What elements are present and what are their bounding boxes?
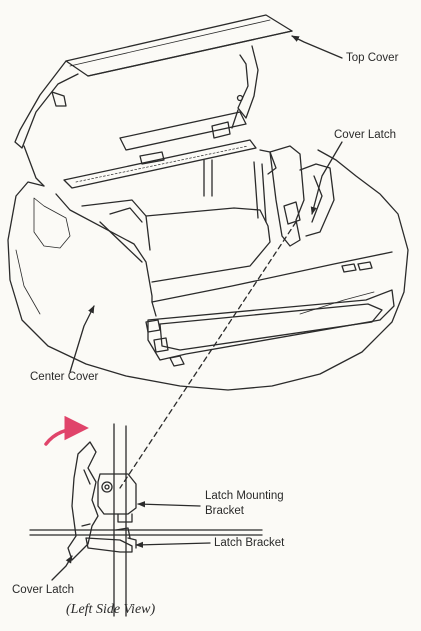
projection-dashed-line xyxy=(119,221,297,489)
top-cover-label: Top Cover xyxy=(346,52,399,64)
cover-latch-label-bottom: Cover Latch xyxy=(12,584,75,596)
left-side-view-detail xyxy=(29,423,263,617)
center-cover-body xyxy=(7,111,409,391)
top-cover-lid xyxy=(14,14,293,187)
cover-latch-leader-bottom xyxy=(51,555,73,581)
center-cover-label: Center Cover xyxy=(30,371,99,383)
center-cover-leader xyxy=(69,305,95,373)
latch-bracket-leader xyxy=(135,541,211,548)
latch-mounting-bracket-label-line1: Latch Mounting xyxy=(205,490,284,502)
rotation-arrow xyxy=(44,415,89,446)
top-cover-leader xyxy=(291,35,343,59)
latch-mounting-bracket-label-line2: Bracket xyxy=(205,505,244,517)
latch-mounting-bracket-leader xyxy=(137,501,201,508)
view-caption: (Left Side View) xyxy=(66,602,156,617)
cover-latch-label-top: Cover Latch xyxy=(334,129,397,141)
latch-bracket-label: Latch Bracket xyxy=(214,537,285,549)
cover-latch-leader-top xyxy=(310,141,343,215)
